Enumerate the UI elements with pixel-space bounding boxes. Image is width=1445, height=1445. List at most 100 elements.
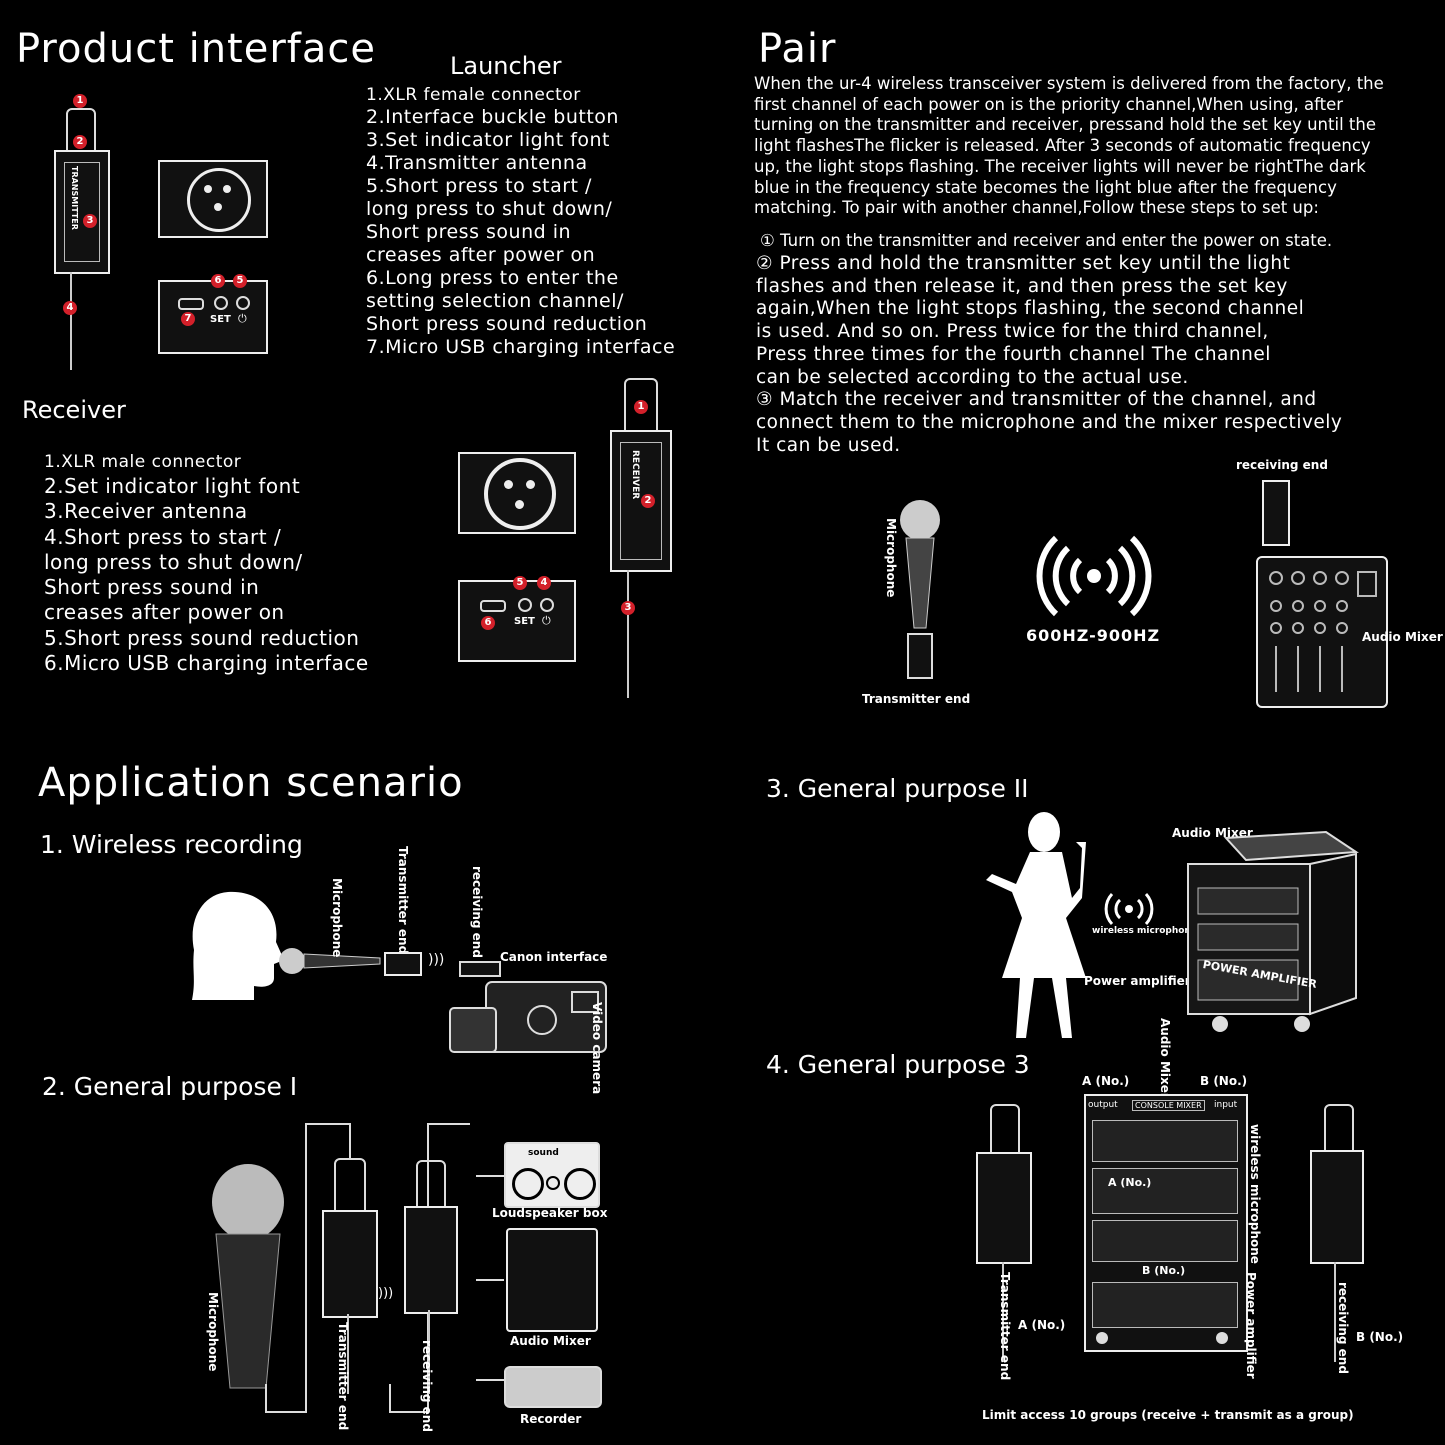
- pair-step-line: connect them to the microphone and the m…: [756, 411, 1343, 433]
- badge-3: 3: [621, 601, 635, 615]
- badge-7: 7: [181, 312, 195, 326]
- receiver-item: 2.Set indicator light font: [44, 474, 301, 498]
- s4-input-label: input: [1214, 1100, 1238, 1110]
- launcher-item: 5.Short press to start /: [366, 175, 592, 197]
- receiver-antenna: [627, 570, 629, 698]
- receiver-item: 3.Receiver antenna: [44, 499, 248, 524]
- launcher-body: TRANSMITTER: [54, 150, 110, 274]
- receiver-device-label: RECEIVER: [630, 450, 640, 500]
- s2-branch-lines: [476, 1175, 504, 1381]
- receiver-title: Receiver: [22, 396, 126, 424]
- s3-rack-icon: [1187, 830, 1359, 1032]
- receiver-item: Short press sound in: [44, 575, 260, 600]
- s4-receiver-body: [1310, 1150, 1364, 1264]
- scenario-4-title: 4. General purpose 3: [766, 1050, 1030, 1079]
- video-camera-icon: [449, 961, 607, 1053]
- scenario-2-title: 2. General purpose I: [42, 1072, 298, 1101]
- s4-audio-mixer-label: Audio Mixer: [1158, 1018, 1172, 1099]
- receiver-item: creases after power on: [44, 600, 285, 625]
- receiver-item: 5.Short press sound reduction: [44, 625, 360, 650]
- badge-4: 4: [537, 576, 551, 590]
- loudspeaker-sound-label: sound: [528, 1148, 559, 1158]
- s4-transmitter-head: [990, 1104, 1020, 1154]
- pair-step-line: can be selected according to the actual …: [756, 366, 1189, 388]
- s4-b-no-label: B (No.): [1200, 1074, 1248, 1088]
- badge-5: 5: [233, 274, 247, 288]
- s4-receiver-head: [1324, 1104, 1354, 1154]
- launcher-item: 1.XLR female connector: [366, 85, 581, 105]
- pair-audio-mixer-label: Audio Mixer: [1362, 630, 1443, 644]
- frequency-label: 600HZ-900HZ: [1026, 626, 1161, 645]
- launcher-item: 2.Interface buckle button: [366, 106, 619, 128]
- s1-transmitter-end-label: Transmitter end: [396, 846, 410, 955]
- s4-transmitter-a-no-label: A (No.): [1018, 1318, 1066, 1332]
- badge-2: 2: [73, 135, 87, 149]
- s3-audio-mixer-label: Audio Mixer: [1172, 826, 1253, 840]
- launcher-title: Launcher: [450, 52, 562, 80]
- receiver-set-label: SET: [514, 616, 535, 627]
- pair-steps: ② Press and hold the transmitter set key…: [756, 253, 1436, 457]
- s4-rack-b-no-label: B (No.): [1142, 1264, 1186, 1277]
- s3-power-amplifier-label: Power amplifier: [1084, 974, 1191, 988]
- launcher-item: Short press sound reduction: [366, 313, 648, 335]
- s1-transmitter-device: [384, 952, 422, 976]
- s2-cables: [265, 1123, 470, 1413]
- pair-intro-line: up, the light stops flashing. The receiv…: [754, 156, 1366, 176]
- badge-2: 2: [641, 494, 655, 508]
- head-silhouette-icon: [192, 891, 284, 1000]
- s4-receiving-end-label: receiving end: [1336, 1282, 1350, 1374]
- recorder-icon: [504, 1366, 602, 1408]
- s2-transmitter-end-label: Transmitter end: [336, 1322, 350, 1431]
- s1-signal-icon: ))): [428, 952, 445, 968]
- launcher-item: 7.Micro USB charging interface: [366, 336, 676, 358]
- s2-transmitter-antenna: [347, 1314, 349, 1394]
- launcher-control-panel: SET ⏻: [158, 280, 268, 354]
- s4-console-mixer-label: CONSOLE MIXER: [1132, 1100, 1205, 1111]
- application-title: Application scenario: [38, 760, 464, 806]
- s1-microphone-label: Microphone: [330, 878, 344, 958]
- s2-microphone-label: Microphone: [206, 1292, 220, 1372]
- launcher-item: 4.Transmitter antenna: [366, 152, 588, 174]
- pair-intro-line: light flashesThe flicker is released. Af…: [754, 136, 1371, 156]
- receiver-items-rest: 2.Set indicator light font 3.Receiver an…: [44, 474, 369, 676]
- s4-rack-a-no-label: A (No.): [1108, 1176, 1152, 1189]
- product-interface-title: Product interface: [16, 26, 376, 72]
- pair-receiver-device: [1262, 480, 1290, 546]
- pair-audio-mixer-icon: [1256, 556, 1388, 708]
- launcher-device-label: TRANSMITTER: [70, 166, 79, 230]
- pair-step-line: It can be used.: [756, 434, 901, 456]
- s3-signal-icon: [1104, 892, 1154, 926]
- pair-step-line: Press three times for the fourth channel…: [756, 343, 1271, 365]
- s2-audio-mixer-icon: [506, 1228, 598, 1332]
- pair-microphone-label: Microphone: [884, 518, 898, 598]
- pair-title: Pair: [758, 26, 837, 72]
- s2-signal-icon: ))): [378, 1286, 394, 1301]
- badge-5: 5: [513, 576, 527, 590]
- pair-intro-line: When the ur-4 wireless transceiver syste…: [754, 74, 1384, 93]
- badge-1: 1: [73, 94, 87, 108]
- canon-interface-label: Canon interface: [500, 950, 608, 964]
- singer-silhouette-icon: [986, 812, 1086, 1038]
- wireless-signal-icon: [1036, 535, 1152, 617]
- s4-transmitter-end-label: Transmitter end: [998, 1272, 1012, 1381]
- loudspeaker-box-label: Loudspeaker box: [492, 1206, 608, 1220]
- pair-step-line: again,When the light stops flashing, the…: [756, 298, 1305, 320]
- launcher-item: creases after power on: [366, 244, 596, 266]
- pair-step-line: is used. And so on. Press twice for the …: [756, 321, 1269, 343]
- s3-wireless-microphone-label: wireless microphone: [1092, 926, 1197, 936]
- power-icon: ⏻: [238, 312, 247, 325]
- s2-receiver-head: [416, 1160, 446, 1210]
- recorder-label: Recorder: [520, 1412, 582, 1426]
- pair-step-line: ③ Match the receiver and transmitter of …: [756, 389, 1317, 411]
- s1-receiving-end-label: receiving end: [470, 866, 484, 958]
- s4-receiver-antenna: [1334, 1262, 1336, 1362]
- s4-footer-note: Limit access 10 groups (receive + transm…: [982, 1408, 1354, 1422]
- launcher-xlr-face: [158, 160, 268, 238]
- badge-6: 6: [211, 274, 225, 288]
- s4-output-label: output: [1088, 1100, 1118, 1110]
- launcher-item: Short press sound in: [366, 221, 572, 243]
- pair-intro-line: matching. To pair with another channel,F…: [754, 198, 1319, 218]
- s4-transmitter-antenna: [1002, 1262, 1004, 1362]
- pair-transmitter-end-label: Transmitter end: [862, 692, 971, 706]
- pair-receiving-end-label: receiving end: [1236, 458, 1328, 472]
